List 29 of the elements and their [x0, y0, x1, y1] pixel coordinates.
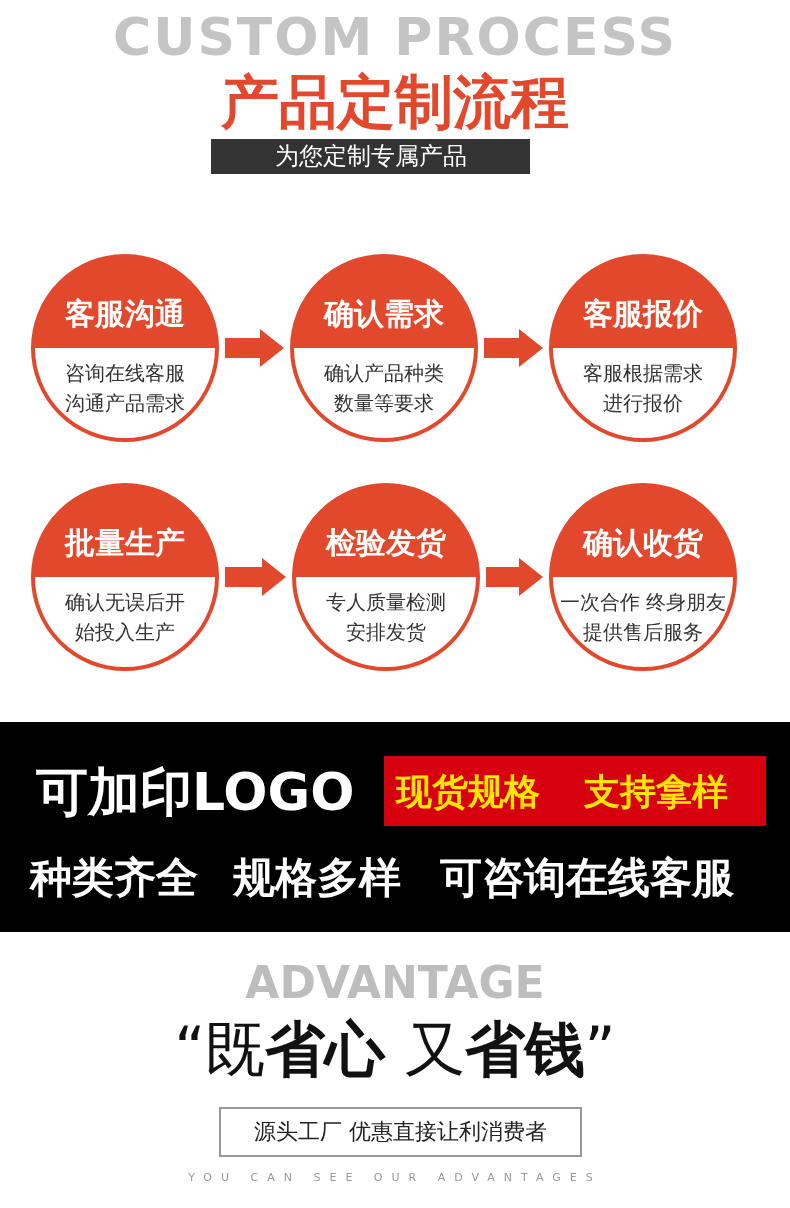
step-description: 确认产品种类数量等要求 [323, 360, 445, 417]
step-description: 确认无误后开始投入生产 [64, 589, 186, 646]
tagline-box: 源头工厂 优惠直接让利消费者 [219, 1107, 582, 1157]
step-title: 确认需求 [322, 295, 445, 333]
banner-text: 可加印LOGO [36, 761, 355, 824]
banner-text: 现货规格 [396, 770, 540, 814]
banner-text: 支持拿样 [584, 770, 728, 814]
banner-text: 种类齐全 [30, 852, 198, 904]
slogan: “既省心 又省钱” [173, 1013, 617, 1086]
step-title: 客服报价 [582, 295, 704, 333]
step-title: 客服沟通 [64, 295, 186, 333]
arrow [486, 558, 543, 596]
caption-text: YOU CAN SEE OUR ADVANTAGES [187, 1170, 603, 1186]
step-description: 咨询在线客服沟通产品需求 [64, 360, 186, 417]
arrow [225, 558, 286, 596]
step-title: 批量生产 [63, 524, 186, 562]
subtitle-banner: 为您定制专属产品 [211, 139, 530, 174]
step-title: 确认收货 [581, 524, 704, 562]
background-lettering: ADVANTAGE [244, 958, 546, 1008]
step-title: 检验发货 [324, 524, 447, 562]
step-description: 一次合作 终身朋友提供售后服务 [558, 589, 728, 646]
arrow [484, 329, 543, 367]
banner-text: 规格多样 [233, 852, 401, 904]
background-lettering: CUSTOM PROCESS [112, 8, 678, 66]
banner-text: 可咨询在线客服 [440, 852, 734, 904]
step-description: 专人质量检测安排发货 [325, 589, 447, 646]
step-description: 客服根据需求进行报价 [582, 360, 704, 417]
arrow [225, 329, 284, 367]
title: 产品定制流程 [220, 68, 570, 136]
